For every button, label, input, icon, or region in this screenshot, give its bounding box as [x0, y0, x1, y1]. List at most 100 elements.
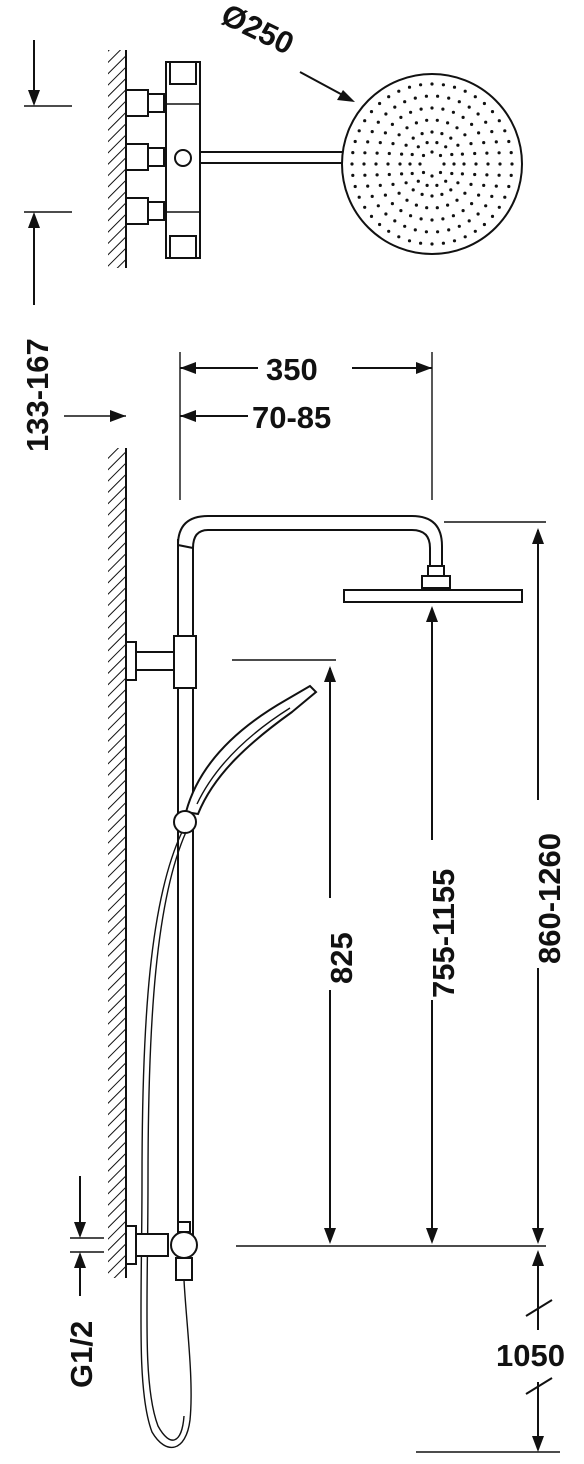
nozzle-dot: [419, 83, 423, 87]
nozzle-dot: [463, 235, 467, 239]
valve-spacing-dimension: [24, 40, 72, 305]
nozzle-dot: [413, 228, 417, 232]
nozzle-dot: [386, 162, 390, 166]
nozzle-dot: [369, 110, 374, 114]
nozzle-dot: [482, 101, 486, 106]
nozzle-dot: [494, 140, 498, 144]
nozzle-dot: [390, 202, 394, 206]
nozzle-dot: [463, 133, 467, 137]
nozzle-dot: [362, 162, 366, 166]
handshower-height-dimension: [232, 659, 336, 1244]
nozzle-dot: [485, 151, 489, 155]
shower-column: [176, 515, 443, 1241]
nozzle-dot: [411, 136, 415, 140]
nozzle-dot: [409, 214, 413, 218]
nozzle-dot: [400, 172, 404, 176]
nozzle-dot: [497, 151, 501, 155]
nozzle-dot: [420, 192, 424, 196]
top-mixer-body: [165, 61, 201, 259]
nozzle-dot: [457, 224, 461, 228]
nozzle-dot: [430, 218, 434, 222]
nozzle-dot: [482, 222, 486, 227]
nozzle-dot: [435, 141, 439, 145]
nozzle-dot: [383, 193, 387, 197]
nozzle-dot: [441, 217, 445, 221]
nozzle-dot: [476, 112, 480, 116]
nozzle-dot: [351, 151, 355, 155]
nozzle-dot: [421, 153, 426, 158]
nozzle-dot: [444, 179, 448, 183]
nozzle-dot: [497, 205, 501, 209]
nozzle-dot: [418, 162, 422, 166]
nozzle-dot: [461, 115, 465, 119]
nozzle-dot: [397, 191, 401, 195]
nozzle-dot: [497, 119, 501, 123]
nozzle-dot: [462, 162, 466, 166]
nozzle-dot: [410, 171, 414, 176]
nozzle-dot: [503, 195, 507, 199]
nozzle-dot: [374, 162, 378, 166]
nozzle-dot: [416, 179, 420, 183]
nozzle-dot: [497, 173, 501, 177]
nozzle-dot: [509, 151, 513, 155]
nozzle-dot: [435, 183, 439, 187]
nozzle-dot: [438, 170, 443, 175]
nozzle-dot: [384, 112, 388, 116]
nozzle-dot: [451, 214, 455, 218]
nozzle-dot: [404, 143, 408, 147]
nozzle-dot: [482, 183, 486, 187]
nozzle-dot: [457, 100, 461, 104]
nozzle-dot: [438, 153, 443, 158]
nozzle-dot: [486, 162, 490, 166]
nozzle-dot: [484, 204, 488, 208]
nozzle-dot: [460, 172, 464, 176]
nozzle-dot: [446, 121, 450, 125]
nozzle-dot: [436, 230, 440, 234]
nozzle-dot: [403, 224, 407, 228]
nozzle-dot: [440, 192, 444, 196]
nozzle-dot: [366, 140, 370, 144]
nozzle-dot: [430, 194, 434, 198]
nozzle-dot: [424, 230, 428, 234]
nozzle-dot: [473, 151, 477, 156]
nozzle-dot: [452, 85, 457, 89]
nozzle-dot: [473, 172, 477, 177]
nozzle-dot: [411, 188, 415, 192]
nozzle-dot: [430, 174, 434, 178]
nozzle-dot: [452, 162, 456, 166]
wall-offset-dimension: [180, 410, 248, 422]
shower-head-nozzles: [350, 82, 514, 246]
nozzle-dot: [399, 115, 403, 119]
nozzle-dot: [376, 120, 380, 124]
nozzle-dot: [419, 217, 423, 221]
nozzle-dot: [463, 89, 467, 93]
column-height-label: 860-1260: [532, 833, 567, 964]
nozzle-dot: [485, 173, 489, 177]
shower-hose: [140, 831, 192, 1449]
nozzle-dot: [449, 188, 453, 192]
nozzle-dot: [407, 239, 412, 243]
nozzle-dot: [351, 173, 355, 177]
nozzle-dot: [387, 172, 391, 177]
nozzle-dot: [473, 229, 477, 233]
nozzle-dot: [375, 173, 379, 177]
nozzle-dot: [456, 181, 460, 185]
nozzle-dot: [477, 193, 481, 197]
nozzle-dot: [376, 204, 380, 208]
nozzle-dot: [363, 173, 367, 177]
arm-reach-label: 350: [266, 352, 318, 387]
nozzle-dot: [387, 151, 391, 156]
nozzle-dot: [430, 130, 434, 134]
nozzle-dot: [435, 118, 439, 122]
nozzle-dot: [509, 173, 513, 177]
nozzle-dot: [452, 239, 457, 243]
nozzle-dot: [421, 170, 426, 175]
bottom-mixer: [125, 1221, 198, 1281]
nozzle-dot: [419, 241, 423, 245]
nozzle-dot: [498, 162, 502, 166]
nozzle-dot: [474, 162, 478, 166]
nozzle-dot: [469, 182, 473, 186]
side-view: 350 70-85 825 755-1155: [64, 352, 567, 1453]
nozzle-dot: [403, 100, 407, 104]
